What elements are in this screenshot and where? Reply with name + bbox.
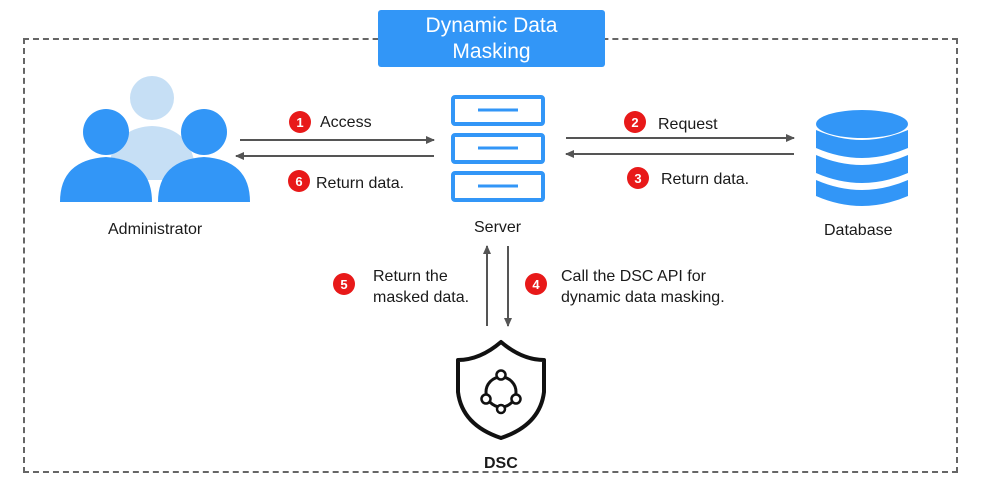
server-icon [451, 95, 545, 202]
step-badge-1: 1 [289, 111, 311, 133]
database-label: Database [824, 222, 893, 239]
shield-icon [456, 340, 546, 440]
administrator-label: Administrator [108, 221, 203, 238]
step-label-2: Request [658, 116, 718, 133]
step-badge-5: 5 [333, 273, 355, 295]
step-badge-3: 3 [627, 167, 649, 189]
step-label-4-line2: dynamic data masking. [561, 289, 725, 306]
step-label-6: Return data. [316, 175, 405, 192]
server-label: Server [474, 219, 522, 236]
database-icon [816, 110, 908, 206]
step-label-4-line1: Call the DSC API for [561, 268, 706, 285]
step-badge-2: 2 [624, 111, 646, 133]
step-label-5-line2: masked data. [373, 289, 470, 306]
step-label-5-line1: Return the [373, 268, 448, 285]
users-icon [60, 76, 250, 202]
step-badge-4: 4 [525, 273, 547, 295]
step-label-1: Access [320, 114, 372, 131]
step-badge-6: 6 [288, 170, 310, 192]
diagram-title: Dynamic Data Masking [378, 10, 605, 67]
step-label-3: Return data. [661, 171, 750, 188]
diagram-title-text: Dynamic Data Masking [425, 13, 558, 63]
dsc-label: DSC [484, 455, 518, 472]
